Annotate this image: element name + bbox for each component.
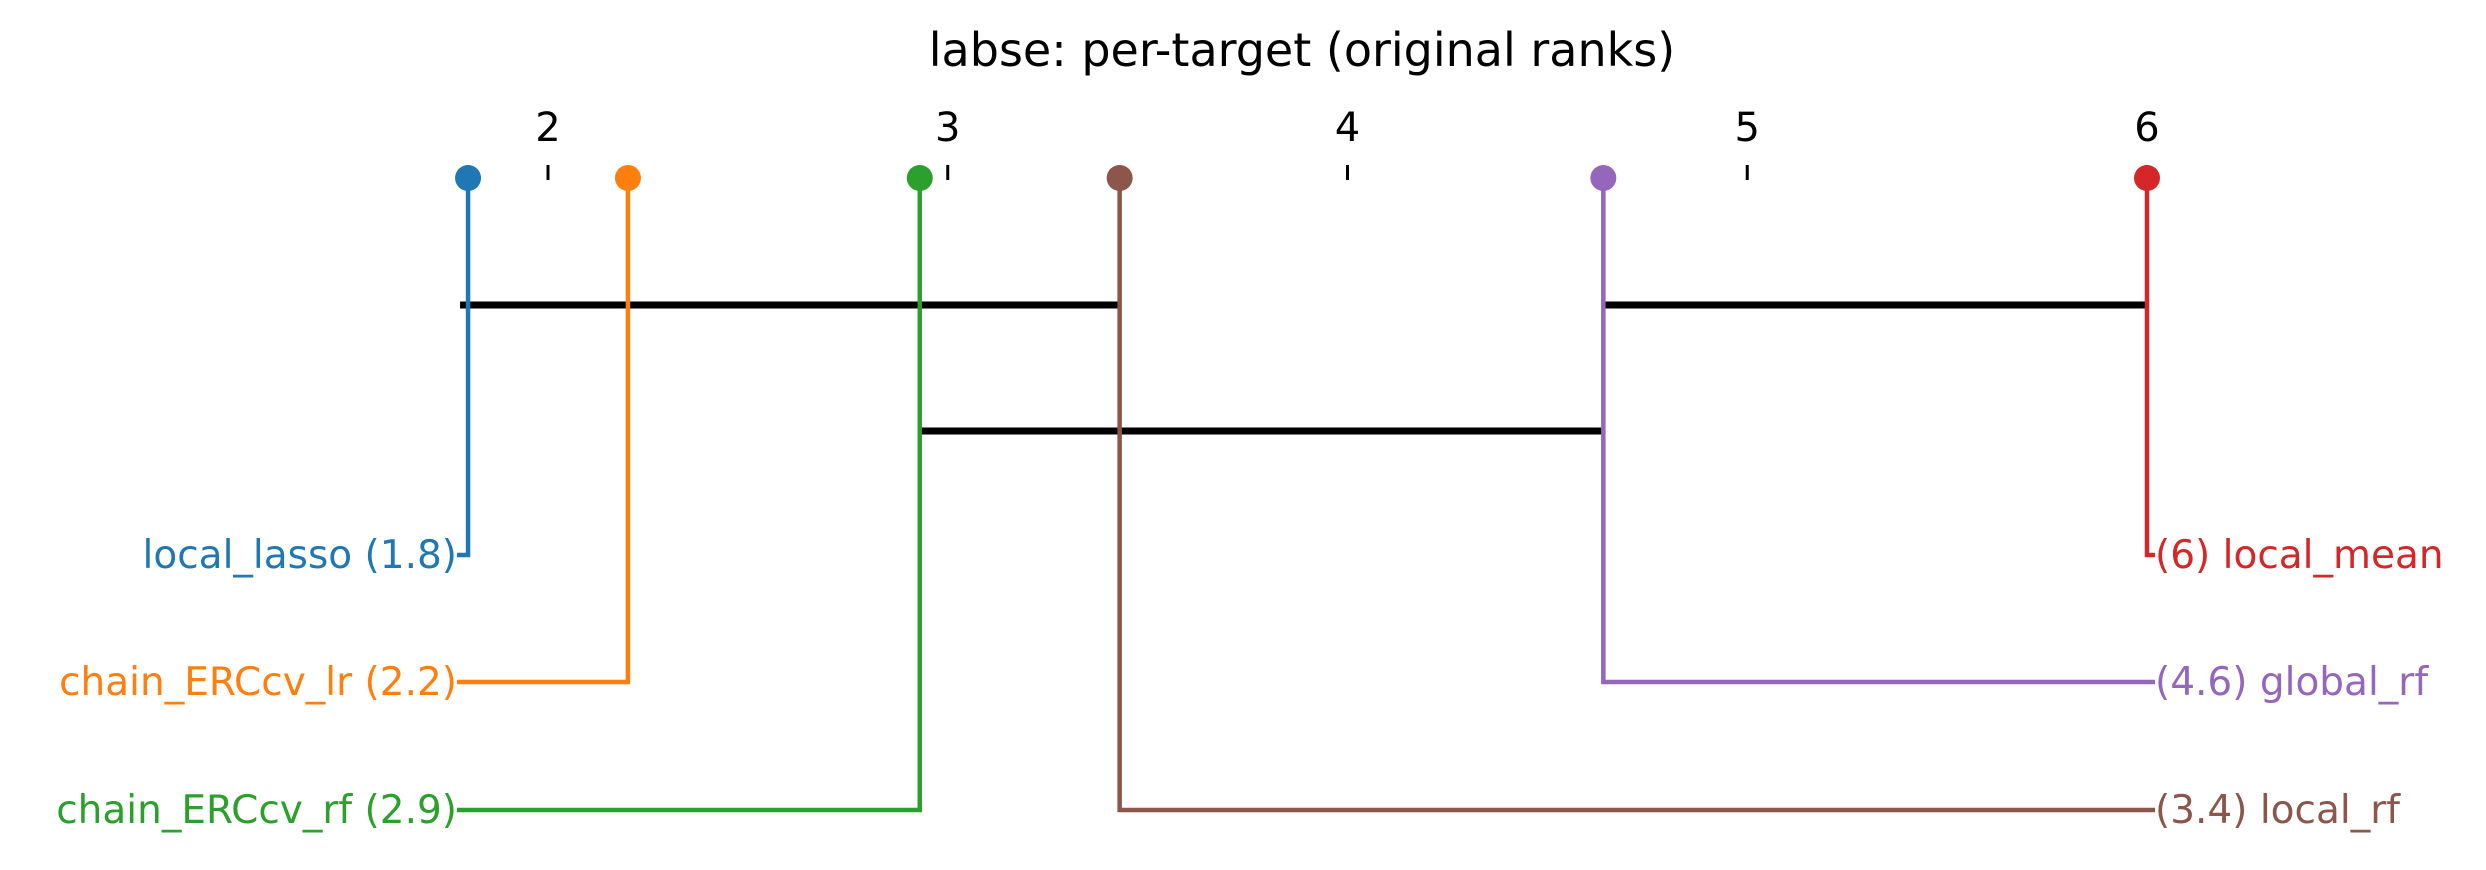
method-label: chain_ERCcv_lr (2.2)	[59, 660, 457, 705]
rank-marker	[906, 165, 933, 191]
method-markers: local_lasso (1.8) chain_ERCcv_lr (2.2) cha…	[56, 165, 2444, 833]
tick-label: 5	[1735, 105, 1760, 151]
method-line	[457, 178, 923, 813]
rank-marker	[1590, 165, 1617, 191]
rank-marker	[2134, 165, 2160, 191]
tick-label: 6	[2134, 105, 2159, 151]
method-line	[1601, 178, 2155, 685]
method-line	[2144, 178, 2155, 558]
method-line	[457, 178, 471, 558]
tick-label: 3	[935, 105, 960, 151]
rank-marker	[455, 165, 482, 191]
method-label: (4.6) global_rf	[2155, 660, 2429, 705]
clique-bars	[460, 301, 2147, 435]
rank-axis: 2 3 4 5 6	[535, 105, 2160, 180]
method-line	[1117, 178, 2155, 813]
rank-marker	[1106, 165, 1133, 191]
method-label: local_lasso (1.8)	[143, 533, 457, 578]
method-label: (6) local_mean	[2155, 533, 2444, 578]
rank-marker	[614, 165, 641, 191]
chart-title: labse: per-target (original ranks)	[929, 23, 1675, 77]
tick-label: 4	[1335, 105, 1360, 151]
method-label: (3.4) local_rf	[2155, 788, 2401, 833]
tick-label: 2	[535, 105, 560, 151]
method-label: chain_ERCcv_rf (2.9)	[56, 788, 457, 833]
method-line	[457, 178, 631, 685]
